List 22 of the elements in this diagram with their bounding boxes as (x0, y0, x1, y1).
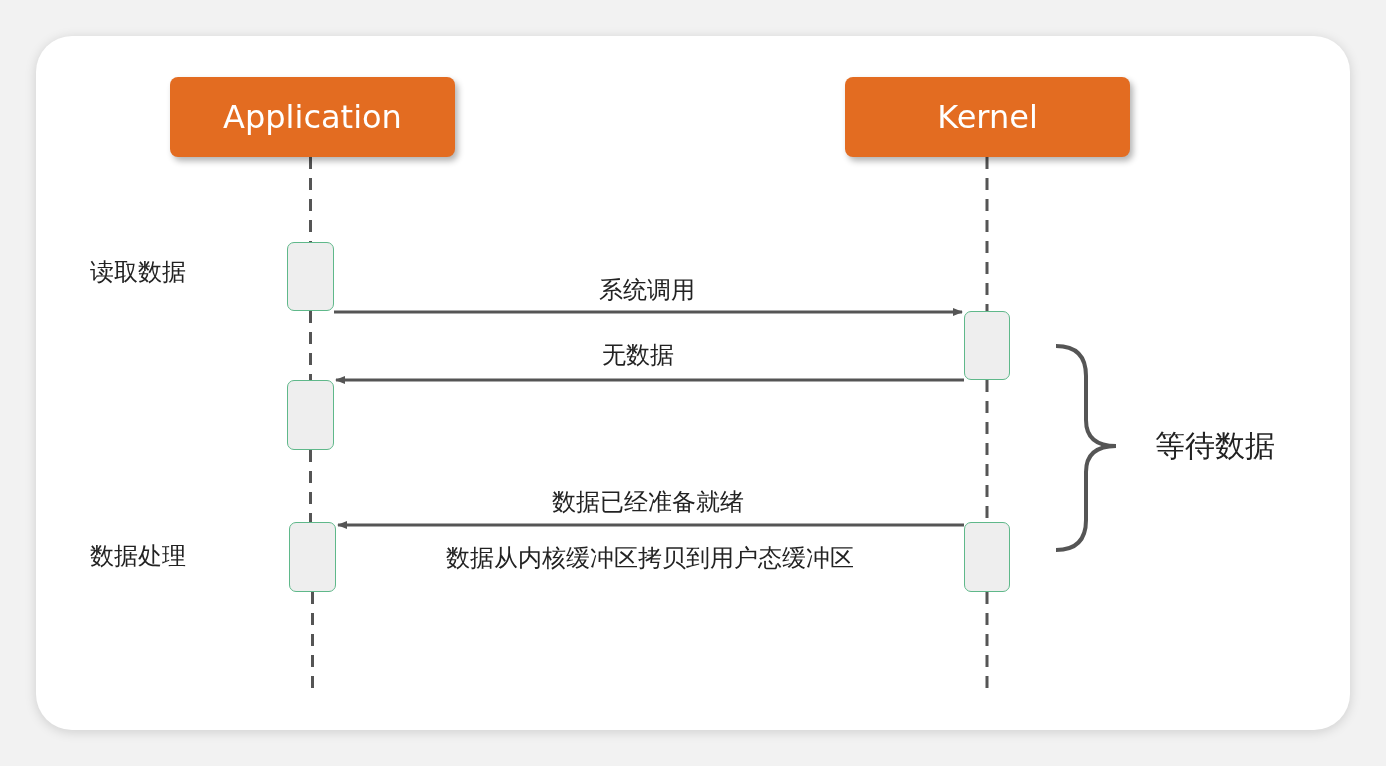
lifeline (985, 592, 989, 690)
lifeline (311, 592, 314, 690)
arrow (334, 308, 963, 316)
lifeline (309, 450, 312, 522)
arrow (335, 376, 964, 384)
arrow (337, 521, 964, 529)
step-label: 数据处理 (90, 541, 186, 572)
participant-box: Kernel (845, 77, 1130, 157)
step-label: 读取数据 (90, 257, 186, 288)
edge-label: 系统调用 (599, 275, 695, 306)
activation-box (287, 380, 334, 450)
activation-box (287, 242, 334, 311)
participant-box: Application (170, 77, 455, 157)
phase-label: 等待数据 (1155, 426, 1275, 465)
edge-label: 数据已经准备就绪 (552, 487, 744, 518)
activation-box (289, 522, 336, 592)
note-text: 数据从内核缓冲区拷贝到用户态缓冲区 (446, 543, 854, 574)
activation-box (964, 311, 1010, 380)
lifeline (309, 311, 312, 380)
lifeline (985, 157, 989, 311)
edge-label: 无数据 (602, 340, 674, 371)
activation-box (964, 522, 1010, 592)
